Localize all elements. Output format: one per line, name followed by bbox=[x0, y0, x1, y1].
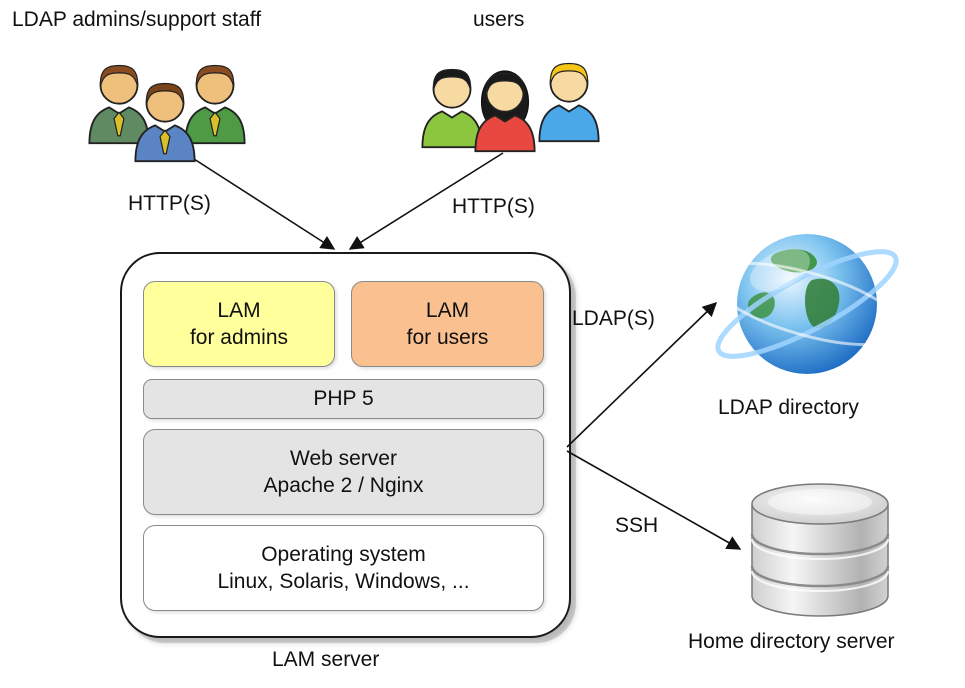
web-server-line1: Web server bbox=[290, 446, 397, 470]
http-users-label: HTTP(S) bbox=[452, 195, 535, 218]
globe-icon bbox=[712, 222, 902, 390]
operating-system-box: Operating system Linux, Solaris, Windows… bbox=[143, 525, 544, 611]
os-line2: Linux, Solaris, Windows, ... bbox=[217, 570, 470, 593]
ldap-directory-label: LDAP directory bbox=[718, 396, 859, 419]
user-person-icon-3 bbox=[532, 52, 606, 144]
os-line1: Operating system bbox=[261, 542, 426, 566]
web-server-line2: Apache 2 / Nginx bbox=[263, 474, 424, 497]
admin-person-icon-2 bbox=[128, 72, 202, 164]
lam-for-admins-box: LAM for admins bbox=[143, 281, 335, 367]
ssh-connection-label: SSH bbox=[615, 514, 659, 537]
users-group-label: users bbox=[473, 8, 525, 31]
lam-for-users-line2: for users bbox=[406, 326, 489, 349]
user-person-icon-2 bbox=[468, 62, 542, 154]
lam-server-caption: LAM server bbox=[272, 648, 380, 671]
php-box: PHP 5 bbox=[143, 379, 544, 419]
web-server-box: Web server Apache 2 / Nginx bbox=[143, 429, 544, 515]
admins-group-label: LDAP admins/support staff bbox=[12, 8, 262, 31]
http-admins-label: HTTP(S) bbox=[128, 192, 211, 215]
admin-person-icon-3 bbox=[178, 54, 252, 146]
user-person-icon-1 bbox=[415, 58, 489, 150]
ldap-connection-label: LDAP(S) bbox=[572, 307, 655, 330]
admin-person-icon-1 bbox=[82, 54, 156, 146]
php-box-label: PHP 5 bbox=[313, 387, 374, 411]
lam-for-admins-line2: for admins bbox=[189, 326, 289, 349]
lam-for-users-line1: LAM bbox=[425, 298, 470, 322]
home-directory-server-label: Home directory server bbox=[688, 630, 895, 653]
database-icon bbox=[745, 476, 895, 626]
lam-for-admins-line1: LAM bbox=[217, 298, 261, 322]
lam-for-users-box: LAM for users bbox=[351, 281, 544, 367]
